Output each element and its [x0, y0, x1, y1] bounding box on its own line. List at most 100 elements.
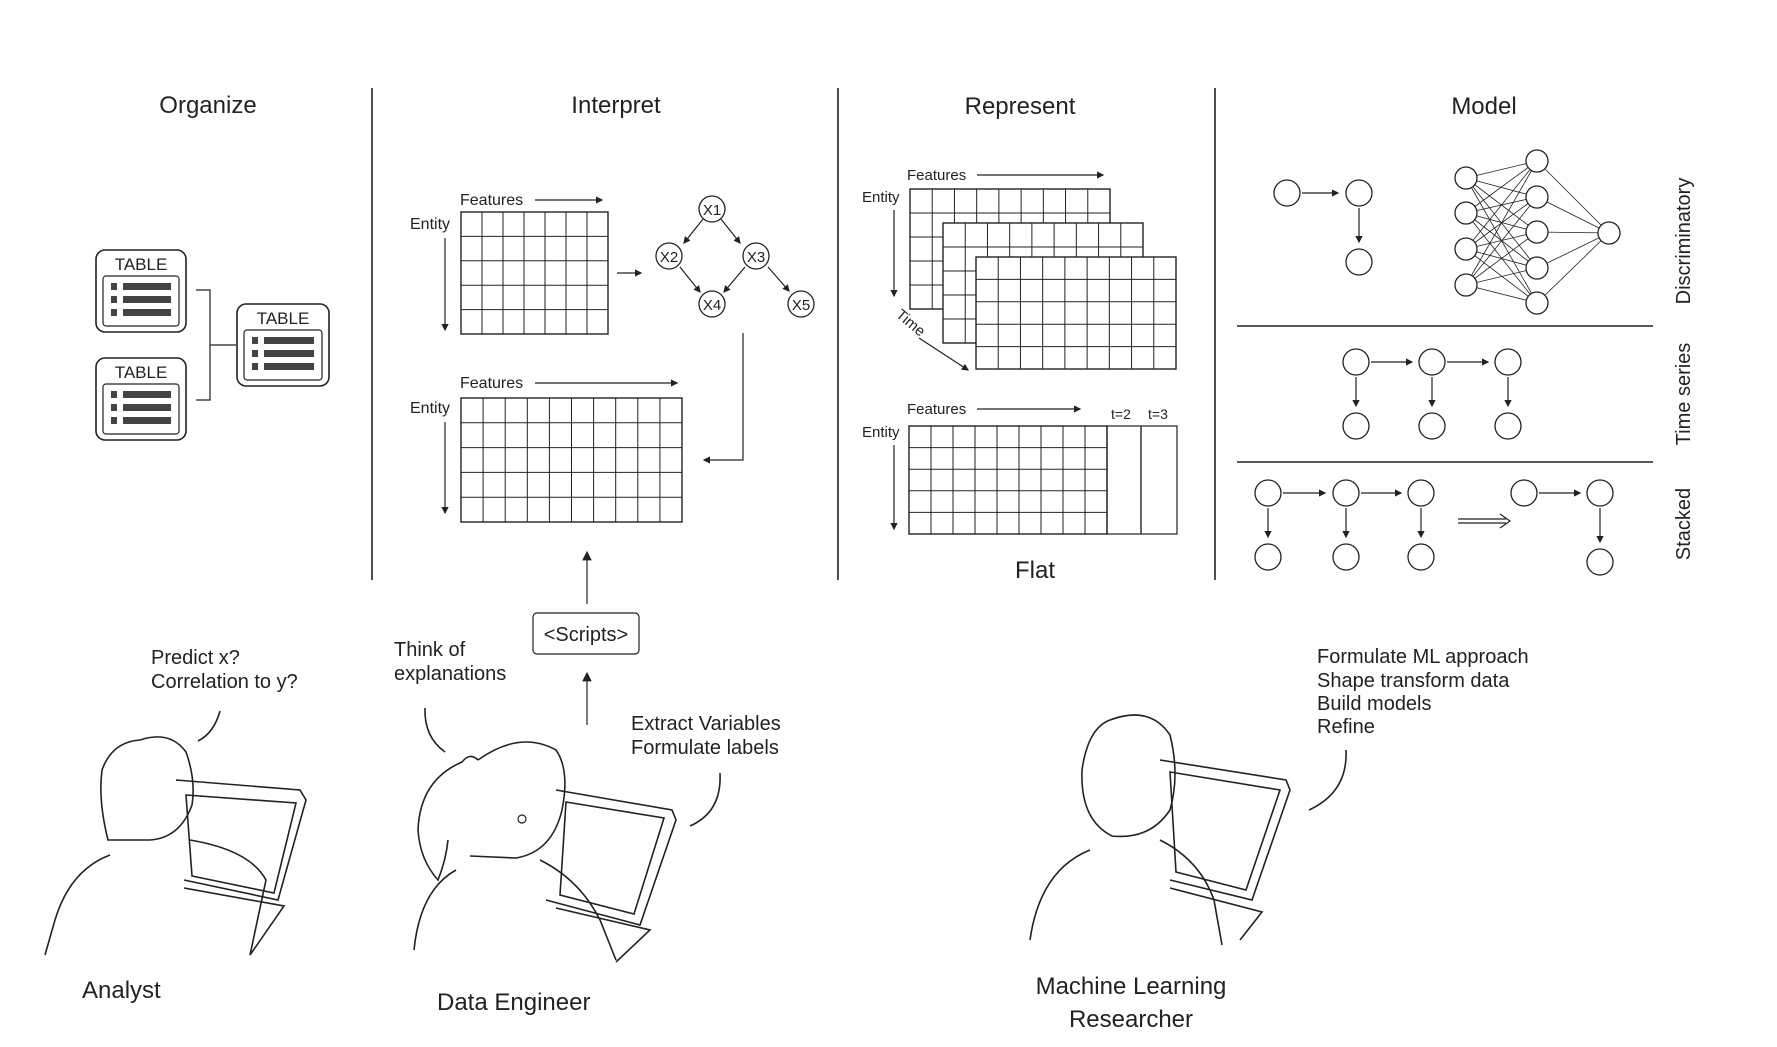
engineer-figure: Think of explanations Extract Variables …	[394, 639, 781, 1016]
nn-edge	[1536, 231, 1610, 234]
nn-edge	[1536, 196, 1610, 234]
nn-edge	[1465, 160, 1538, 214]
nn-node	[1525, 149, 1549, 173]
nn-node	[1525, 291, 1549, 315]
nn-node	[1454, 166, 1478, 190]
flat-t3-column	[1140, 425, 1178, 535]
speech-tail	[1308, 749, 1347, 811]
grid-frame	[460, 211, 609, 335]
researcher-speech-line-2: Shape transform data	[1317, 670, 1510, 692]
researcher-name-line-1: Machine Learning	[1036, 973, 1227, 1000]
nn-edge	[1465, 231, 1538, 286]
heading-represent: Represent	[965, 93, 1076, 120]
organize-section: TABLE TABLE TABLE	[95, 249, 330, 441]
graph-to-grid-arrow	[702, 333, 744, 464]
table-icon-2: TABLE	[95, 357, 187, 441]
grid2-features-label: Features	[460, 375, 523, 392]
nn-edge	[1536, 232, 1610, 269]
t3-label: t=3	[1148, 406, 1168, 422]
flat-grid	[908, 425, 1108, 535]
merge-bracket	[196, 289, 236, 401]
svg-text:X2: X2	[660, 249, 678, 266]
discriminatory-graph	[1273, 179, 1373, 276]
column-dividers	[371, 88, 1216, 580]
table-label: TABLE	[257, 309, 310, 328]
represent-entity-label: Entity	[862, 189, 900, 206]
feature-grid-2	[460, 397, 683, 523]
flat-t2-column	[1106, 425, 1142, 535]
row-label-stacked: Stacked	[1673, 488, 1695, 560]
graph-node-x3: X3	[742, 242, 770, 270]
scripts-label: <Scripts>	[544, 624, 628, 646]
engineer-speech-line-1: Extract Variables	[631, 713, 781, 735]
analyst-speech-line-2: Correlation to y?	[151, 671, 298, 693]
nn-node	[1454, 237, 1478, 261]
engineer-thought-line-1: Think of	[394, 639, 466, 661]
feature-grid-1	[460, 211, 609, 335]
speech-tail	[689, 772, 721, 827]
nn-edge	[1465, 160, 1538, 179]
interpret-section: Features Entity X1 X2 X3 X4 X5 Features …	[410, 192, 815, 725]
researcher-speech-line-4: Refine	[1317, 716, 1375, 738]
graph-node-x4: X4	[698, 290, 726, 318]
svg-text:X5: X5	[792, 297, 810, 314]
table-icon-merged: TABLE	[236, 303, 330, 387]
grid2-entity-label: Entity	[410, 400, 450, 417]
nn-edge	[1536, 160, 1610, 234]
time-slice-grid-3	[975, 256, 1177, 370]
person-illustration	[1029, 714, 1291, 946]
flat-features-label: Features	[907, 401, 966, 418]
thought-tail	[424, 707, 446, 753]
engineer-speech-line-2: Formulate labels	[631, 737, 779, 759]
nn-edge	[1465, 212, 1538, 304]
heading-organize: Organize	[159, 92, 256, 119]
time-series-graph	[1342, 348, 1522, 440]
grid-frame	[908, 425, 1108, 535]
table-label: TABLE	[115, 363, 168, 382]
svg-text:X3: X3	[747, 249, 765, 266]
analyst-figure: Predict x? Correlation to y? Analyst	[44, 647, 307, 1004]
nn-edge	[1465, 160, 1538, 250]
nn-node	[1525, 220, 1549, 244]
nn-edge	[1465, 177, 1538, 198]
graph-node-x1: X1	[698, 195, 726, 223]
stacked-graph	[1254, 479, 1614, 576]
researcher-name-line-2: Researcher	[1069, 1006, 1193, 1033]
engineer-thought-line-2: explanations	[394, 663, 506, 685]
nn-node	[1525, 256, 1549, 280]
row-label-time-series: Time series	[1673, 343, 1695, 446]
represent-features-label: Features	[907, 167, 966, 184]
nn-node	[1454, 201, 1478, 225]
researcher-speech-line-3: Build models	[1317, 693, 1432, 715]
svg-text:X4: X4	[703, 297, 721, 314]
t2-label: t=2	[1111, 406, 1131, 422]
nn-edge	[1465, 248, 1538, 304]
nn-edge	[1465, 196, 1538, 286]
nn-node	[1454, 273, 1478, 297]
causal-graph: X1 X2 X3 X4 X5	[655, 195, 815, 318]
nn-edge	[1465, 284, 1538, 304]
grid-frame	[975, 256, 1177, 370]
nn-edge	[1465, 160, 1538, 286]
flat-label: Flat	[1015, 557, 1055, 584]
nn-node	[1525, 185, 1549, 209]
researcher-figure: Formulate ML approach Shape transform da…	[1029, 646, 1529, 1033]
svg-text:X1: X1	[703, 202, 721, 219]
graph-node-x2: X2	[655, 242, 683, 270]
represent-section: Features Entity Time Features Entity t=2…	[862, 167, 1178, 584]
heading-interpret: Interpret	[571, 92, 661, 119]
analyst-speech-line-1: Predict x?	[151, 647, 240, 669]
grid1-features-label: Features	[460, 192, 523, 209]
researcher-speech-line-1: Formulate ML approach	[1317, 646, 1529, 668]
time-label: Time	[892, 306, 928, 340]
time-arrow	[918, 337, 970, 371]
model-section: Discriminatory Time series Stacked	[1237, 149, 1695, 576]
nn-edge	[1465, 267, 1538, 286]
table-label: TABLE	[115, 255, 168, 274]
flat-entity-label: Entity	[862, 424, 900, 441]
heading-model: Model	[1451, 93, 1516, 120]
person-illustration	[44, 736, 307, 956]
speech-tail	[197, 710, 221, 742]
engineer-name: Data Engineer	[437, 989, 590, 1016]
